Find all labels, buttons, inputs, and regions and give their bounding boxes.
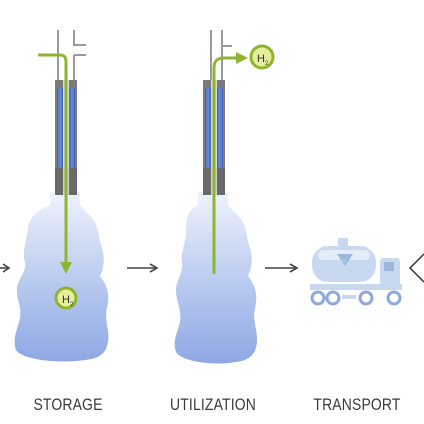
storage-cavern-body xyxy=(14,192,109,362)
stage-label-utilization: UTILIZATION xyxy=(170,395,256,414)
svg-text:2: 2 xyxy=(265,61,269,67)
svg-text:H: H xyxy=(62,294,70,306)
utilization-wellhead xyxy=(210,30,232,80)
hydrogen-molecule-icon: H 2 xyxy=(54,286,78,310)
utilization-flow-arrow xyxy=(212,52,248,274)
right-arrow-icon xyxy=(127,263,159,273)
left-chevron-icon xyxy=(408,253,424,283)
svg-text:H: H xyxy=(342,259,346,265)
right-arrow-icon xyxy=(265,263,299,273)
hydrogen-molecule-icon: H 2 xyxy=(249,44,275,70)
svg-text:H: H xyxy=(257,53,265,65)
storage-flow-arrow xyxy=(38,53,72,274)
right-arrow-icon xyxy=(0,263,11,273)
utilization-cavern: H 2 xyxy=(174,30,275,364)
tanker-truck-icon: H xyxy=(310,238,402,306)
stage-label-storage: STORAGE xyxy=(33,395,103,414)
svg-text:2: 2 xyxy=(70,302,74,308)
storage-cavern: H 2 xyxy=(14,30,109,362)
stage-label-transport: TRANSPORT xyxy=(313,395,401,414)
utilization-cavern-body xyxy=(174,192,258,364)
